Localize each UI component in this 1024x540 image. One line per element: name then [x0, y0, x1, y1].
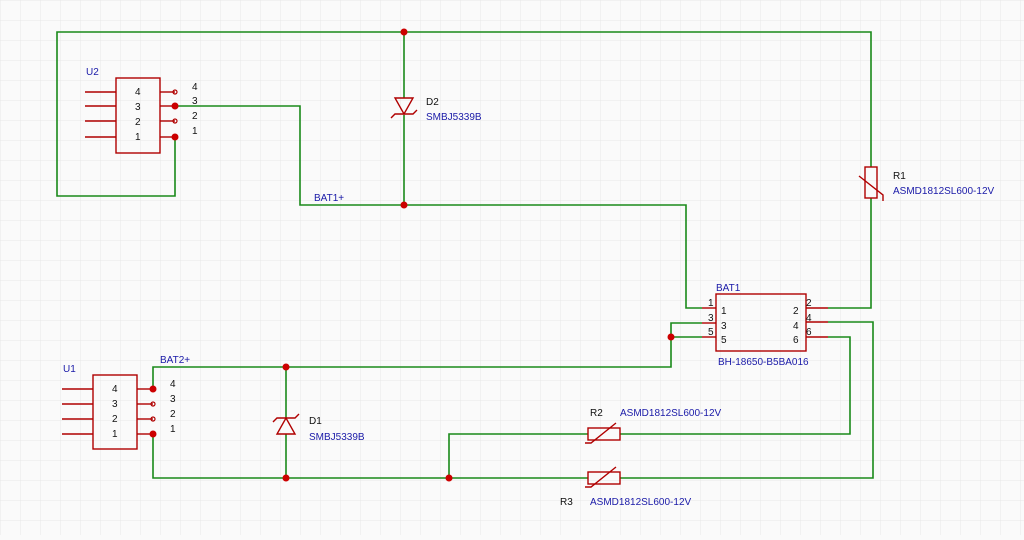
u2-inner-pin-label: 3	[135, 102, 141, 113]
junction-dot	[445, 474, 453, 482]
u1-outer-pin-label: 2	[170, 409, 176, 420]
wire-bat1-plus[interactable]	[175, 105, 702, 309]
wire-r1-to-bat1-pin2[interactable]	[828, 198, 872, 309]
d1-cathode-bar	[272, 413, 300, 423]
u1-body	[92, 374, 138, 450]
wire-bat1-pin3[interactable]	[670, 322, 702, 337]
bat1-outer-left-pin: 3	[708, 313, 714, 324]
u2-pin-end-2	[172, 118, 178, 124]
r1-slash	[858, 175, 884, 201]
u2-outer-pin-label: 2	[192, 111, 198, 122]
u2-inner-pin-label: 1	[135, 132, 141, 143]
wire-r3-right[interactable]	[620, 321, 874, 479]
r3-value-label: ASMD1812SL600-12V	[590, 497, 692, 508]
u1-outer-pin-label: 3	[170, 394, 176, 405]
r1-value-label: ASMD1812SL600-12V	[893, 186, 995, 197]
bat1-outer-left-pin: 5	[708, 327, 714, 338]
junctions	[149, 28, 675, 482]
r1-body	[864, 166, 878, 199]
u1-pin-end-2	[150, 416, 156, 422]
u2-pin-end-4	[172, 89, 178, 95]
bat1-inner-right-pin: 6	[793, 335, 799, 346]
bat1-value-label: BH-18650-B5BA016	[718, 357, 809, 368]
u1-inner-pin-label: 3	[112, 399, 118, 410]
junction-dot	[171, 133, 179, 141]
diode-d1[interactable]: D1 SMBJ5339B	[272, 413, 365, 443]
d2-triangle	[393, 97, 415, 116]
net-label-bat2-plus[interactable]: BAT2+	[160, 355, 190, 366]
r3-body	[587, 471, 621, 485]
wires	[56, 31, 874, 479]
battery-holder-bat1[interactable]: BAT1 BH-18650-B5BA016 1 3 5 2 4 6 1 3 5 …	[702, 283, 828, 368]
r2-value-label: ASMD1812SL600-12V	[620, 408, 722, 419]
u1-inner-pin-label: 1	[112, 429, 118, 440]
r2-body	[587, 427, 621, 441]
bat1-inner-left-pin: 5	[721, 335, 727, 346]
r2-slash	[585, 422, 617, 444]
bat1-inner-left-pin: 1	[721, 306, 727, 317]
d1-ref-label: D1	[309, 416, 322, 427]
wire-bat2-plus[interactable]	[152, 337, 672, 389]
d1-triangle	[275, 416, 297, 435]
u2-body	[115, 77, 161, 154]
junction-dot	[282, 474, 290, 482]
u1-inner-pin-label: 4	[112, 384, 118, 395]
u2-inner-pin-label: 2	[135, 117, 141, 128]
u1-inner-pin-label: 2	[112, 414, 118, 425]
wire-r2-left[interactable]	[448, 433, 588, 478]
junction-dot	[400, 201, 408, 209]
u1-outer-pin-label: 4	[170, 379, 176, 390]
wire-u2-pin1-loop[interactable]	[56, 31, 872, 197]
u2-outer-pin-label: 3	[192, 96, 198, 107]
junction-dot	[400, 28, 408, 36]
bat1-inner-right-pin: 4	[793, 321, 799, 332]
ptc-r1[interactable]: R1 ASMD1812SL600-12V	[858, 166, 995, 201]
u2-inner-pin-label: 4	[135, 87, 141, 98]
u1-pin-end-3	[150, 401, 156, 407]
u1-ref-label: U1	[63, 364, 76, 375]
bat1-inner-right-pin: 2	[793, 306, 799, 317]
wire-r2-right[interactable]	[620, 336, 851, 435]
u2-outer-pin-label: 1	[192, 126, 198, 137]
u2-ref-label: U2	[86, 67, 99, 78]
diode-d2[interactable]: D2 SMBJ5339B	[390, 97, 482, 123]
d1-value-label: SMBJ5339B	[309, 432, 365, 443]
junction-dot	[171, 102, 179, 110]
bat1-outer-right-pin: 2	[806, 298, 812, 309]
bat1-ref-label: BAT1	[716, 283, 741, 294]
d2-cathode-bar	[390, 109, 418, 119]
junction-dot	[149, 385, 157, 393]
net-label-bat1-plus[interactable]: BAT1+	[314, 193, 344, 204]
u2-outer-pin-label: 4	[192, 82, 198, 93]
bat1-inner-left-pin: 3	[721, 321, 727, 332]
r3-slash	[585, 466, 617, 488]
bat1-outer-right-pin: 6	[806, 327, 812, 338]
ptc-r3[interactable]: R3 ASMD1812SL600-12V	[560, 466, 692, 508]
d2-value-label: SMBJ5339B	[426, 112, 482, 123]
r1-ref-label: R1	[893, 171, 906, 182]
connector-u1[interactable]: U1 4 3 2 1 4 3 2 1	[62, 364, 176, 450]
connector-u2[interactable]: U2 4 3 2 1 4 3 2 1	[85, 67, 198, 154]
u1-outer-pin-label: 1	[170, 424, 176, 435]
bat1-outer-right-pin: 4	[806, 313, 812, 324]
r3-ref-label: R3	[560, 497, 573, 508]
wire-bottom-rail-left[interactable]	[152, 434, 588, 479]
junction-dot	[282, 363, 290, 371]
r2-ref-label: R2	[590, 408, 603, 419]
bat1-outer-left-pin: 1	[708, 298, 714, 309]
ptc-r2[interactable]: R2 ASMD1812SL600-12V	[585, 408, 722, 444]
junction-dot	[149, 430, 157, 438]
junction-dot	[667, 333, 675, 341]
d2-ref-label: D2	[426, 97, 439, 108]
